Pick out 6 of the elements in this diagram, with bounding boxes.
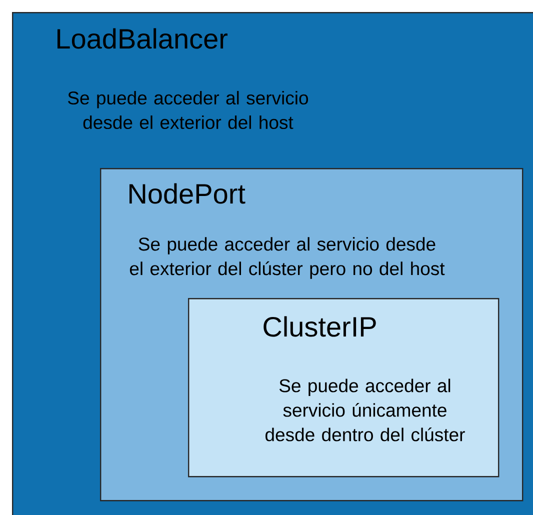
box-description: Se puede acceder al servicio desde el exterior del host bbox=[68, 90, 308, 130]
box-description: Se puede acceder al servicio desde el exterior del clúster pero no del host bbox=[130, 237, 445, 279]
box-description: Se puede acceder al servicio únicamente desde dentro del clúster bbox=[266, 378, 465, 442]
box-title: ClusterIP bbox=[264, 316, 376, 337]
box-title: LoadBalancer bbox=[58, 28, 228, 49]
box-title: NodePort bbox=[130, 183, 246, 204]
